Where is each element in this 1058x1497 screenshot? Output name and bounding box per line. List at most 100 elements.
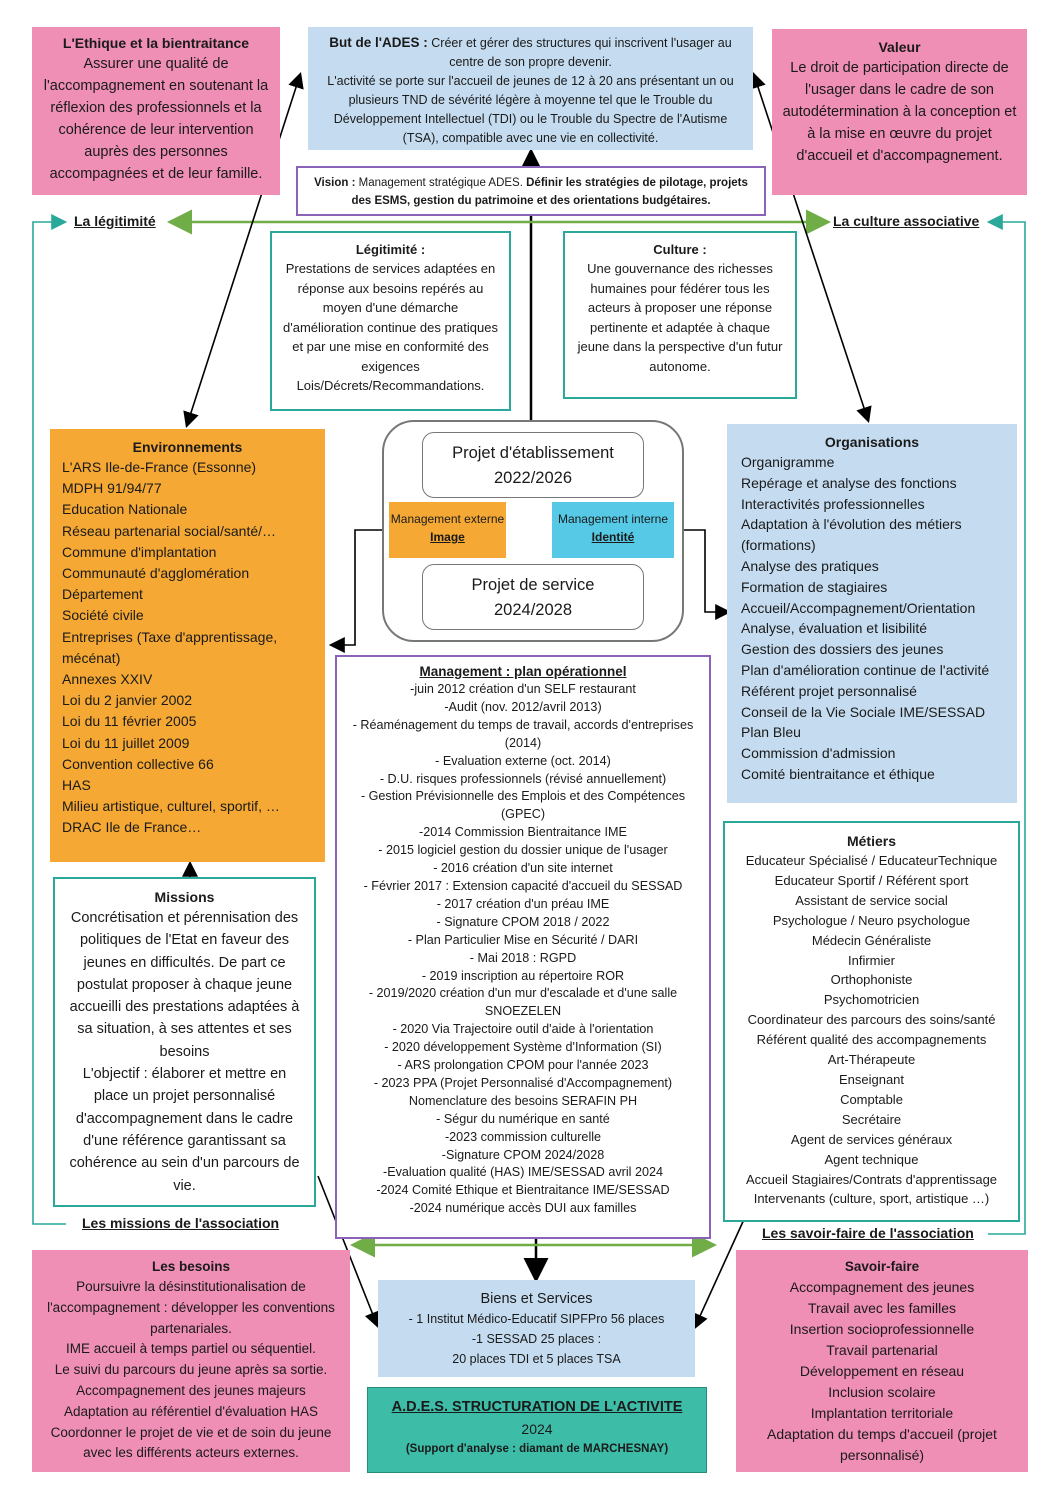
organisation-item: Commission d'admission bbox=[741, 745, 896, 762]
management-item: - Ségur du numérique en santé bbox=[436, 1111, 610, 1126]
environnement-item: Loi du 11 juillet 2009 bbox=[62, 734, 190, 751]
management-item: -juin 2012 création d'un SELF restaurant bbox=[410, 682, 636, 696]
management-item: - Gestion Prévisionnelle des Emplois et … bbox=[360, 789, 686, 822]
metier-item: Educateur Spécialisé / EducateurTechniqu… bbox=[745, 853, 998, 868]
missions-text2: L'objectif : élaborer et mettre en place… bbox=[69, 1066, 300, 1194]
management-item: - 2019/2020 création d'un mur d'escalade… bbox=[368, 986, 678, 1019]
legitimite-title: Légitimité : bbox=[355, 242, 426, 257]
legitimite-text: Prestations de services adaptées en répo… bbox=[283, 261, 498, 393]
environnements-box: Environnements L'ARS Ile-de-France (Esso… bbox=[50, 429, 325, 862]
projet-etab-years: 2022/2026 bbox=[494, 469, 572, 487]
missions-text1: Concrétisation et pérennisation des poli… bbox=[69, 910, 300, 1060]
ethique-text: Assurer une qualité de l'accompagnement … bbox=[43, 56, 269, 182]
metier-item: Enseignant bbox=[838, 1071, 905, 1087]
organisation-item: Gestion des dossiers des jeunes bbox=[741, 641, 944, 658]
environnement-item: Communauté d'agglomération bbox=[62, 565, 250, 582]
management-item: - Mai 2018 : RGPD bbox=[469, 950, 577, 965]
valeur-box: Valeur Le droit de participation directe… bbox=[772, 29, 1027, 195]
missions-box: Missions Concrétisation et pérennisation… bbox=[53, 877, 316, 1207]
biens-title: Biens et Services bbox=[480, 1291, 593, 1307]
but-title: But de l'ADES : bbox=[329, 35, 428, 50]
metier-item: Comptable bbox=[840, 1091, 903, 1107]
mgmt-ext-word: Image bbox=[430, 530, 465, 544]
vision-box: Vision : Management stratégique ADES. Dé… bbox=[296, 166, 766, 216]
organisation-item: Adaptation à l'évolution des métiers (fo… bbox=[741, 516, 962, 554]
organisation-item: Formation de stagiaires bbox=[741, 578, 888, 595]
projet-service-title: Projet de service bbox=[471, 576, 595, 594]
metier-item: Assistant de service social bbox=[795, 892, 948, 908]
metier-item: Agent de services généraux bbox=[790, 1131, 953, 1147]
organisation-item: Accueil/Accompagnement/Orientation bbox=[741, 599, 976, 616]
diag-top-left bbox=[183, 71, 304, 429]
organisation-item: Interactivités professionnelles bbox=[741, 495, 925, 512]
environnement-item: Loi du 2 janvier 2002 bbox=[62, 692, 192, 709]
arrow-center-org bbox=[684, 529, 732, 620]
arrow-center-env bbox=[328, 529, 382, 653]
metiers-box: Métiers Educateur Spécialisé / Educateur… bbox=[723, 821, 1020, 1222]
mgmt-int-text: Management interne bbox=[557, 512, 669, 526]
besoin-item: Le suivi du parcours du jeune après sa s… bbox=[54, 1362, 328, 1378]
legitimite-box: Légitimité : Prestations de services ada… bbox=[270, 231, 511, 411]
savoir-item: Travail avec les familles bbox=[807, 1300, 957, 1316]
besoins-box: Les besoins Poursuivre la désinstitution… bbox=[32, 1250, 350, 1472]
metier-item: Médecin Généraliste bbox=[811, 932, 932, 948]
organisation-item: Plan d'amélioration continue de l'activi… bbox=[741, 661, 990, 678]
besoin-item: Adaptation au référentiel d'évaluation H… bbox=[64, 1403, 318, 1419]
besoin-item: Coordonner le projet de vie et de soin d… bbox=[50, 1424, 332, 1461]
metier-item: Infirmier bbox=[848, 952, 895, 968]
organisation-item: Repérage et analyse des fonctions bbox=[741, 474, 957, 491]
environnement-item: Convention collective 66 bbox=[62, 755, 214, 772]
metiers-title: Métiers bbox=[846, 833, 897, 849]
mgmt-int-box: Management interne Identité bbox=[552, 502, 674, 558]
metier-item: Référent qualité des accompagnements bbox=[756, 1032, 987, 1048]
environnements-list: L'ARS Ile-de-France (Essonne)MDPH 91/94/… bbox=[62, 457, 313, 839]
organisations-title: Organisations bbox=[824, 434, 920, 450]
environnement-item: Réseau partenarial social/santé/… bbox=[62, 522, 277, 539]
metier-item: Art-Thérapeute bbox=[827, 1052, 916, 1068]
structuration-year: 2024 bbox=[521, 1421, 553, 1437]
projet-service-years: 2024/2028 bbox=[494, 601, 572, 619]
organisation-item: Analyse, évaluation et lisibilité bbox=[741, 620, 927, 637]
teal-right-loop bbox=[986, 214, 1026, 1235]
management-item: - D.U. risques professionnels (révisé an… bbox=[379, 771, 667, 786]
metier-item: Agent technique bbox=[824, 1151, 919, 1167]
mgmt-ext-text: Management externe bbox=[390, 512, 505, 526]
metier-item: Educateur Sportif / Référent sport bbox=[774, 872, 969, 888]
management-item: -Evaluation qualité (HAS) IME/SESSAD avr… bbox=[383, 1165, 663, 1180]
label-savoir-asso: Les savoir-faire de l'association bbox=[762, 1225, 974, 1241]
environnement-item: L'ARS Ile-de-France (Essonne) bbox=[62, 459, 257, 475]
bien-item: -1 SESSAD 25 places : bbox=[471, 1332, 602, 1346]
biens-box: Biens et Services - 1 Institut Médico-Ed… bbox=[378, 1280, 695, 1377]
metier-item: Psychologue / Neuro psychologue bbox=[772, 912, 971, 928]
management-item: -2014 Commission Bientraitance IME bbox=[419, 825, 627, 840]
missions-title: Missions bbox=[154, 889, 215, 905]
metier-item: Psychomotricien bbox=[823, 992, 920, 1008]
projet-etab-box: Projet d'établissement 2022/2026 bbox=[422, 432, 644, 498]
savoir-item: Adaptation du temps d'accueil (projet pe… bbox=[767, 1426, 997, 1463]
environnement-item: HAS bbox=[62, 777, 91, 794]
savoir-item: Insertion socioprofessionnelle bbox=[789, 1321, 975, 1337]
management-item: - ARS prolongation CPOM pour l'année 202… bbox=[397, 1058, 649, 1073]
teal-left-loop bbox=[32, 214, 68, 1225]
but-text2: L'activité se porte sur l'accueil de jeu… bbox=[327, 74, 734, 145]
valeur-text: Le droit de participation directe de l'u… bbox=[782, 60, 1017, 164]
environnement-item: Commune d'implantation bbox=[62, 543, 217, 560]
management-item: -2024 numérique accès DUI aux familles bbox=[409, 1201, 637, 1216]
management-item: - 2016 création d'un site internet bbox=[433, 861, 613, 876]
culture-text: Une gouvernance des richesses humaines p… bbox=[577, 261, 783, 374]
organisation-item: Organigramme bbox=[741, 454, 835, 470]
savoir-title: Savoir-faire bbox=[844, 1259, 920, 1274]
biens-list: - 1 Institut Médico-Educatif SIPFPro 56 … bbox=[384, 1309, 689, 1369]
savoir-item: Inclusion scolaire bbox=[828, 1384, 936, 1400]
environnements-title: Environnements bbox=[132, 439, 243, 455]
diag-bottom-right bbox=[693, 1214, 747, 1330]
environnement-item: Milieu artistique, culturel, sportif, … bbox=[62, 798, 280, 815]
vision-text2: Définir les stratégies de pilotage, proj… bbox=[351, 177, 748, 207]
besoins-list: Poursuivre la désinstitutionalisation de… bbox=[40, 1277, 342, 1464]
management-item: - Réaménagement du temps de travail, acc… bbox=[352, 717, 694, 750]
management-item: - 2020 développement Système d'Informati… bbox=[384, 1040, 662, 1055]
ethique-box: L'Ethique et la bientraitance Assurer un… bbox=[32, 27, 280, 195]
besoin-item: Accompagnement des jeunes majeurs bbox=[76, 1382, 306, 1398]
savoir-item: Accompagnement des jeunes bbox=[789, 1279, 975, 1295]
